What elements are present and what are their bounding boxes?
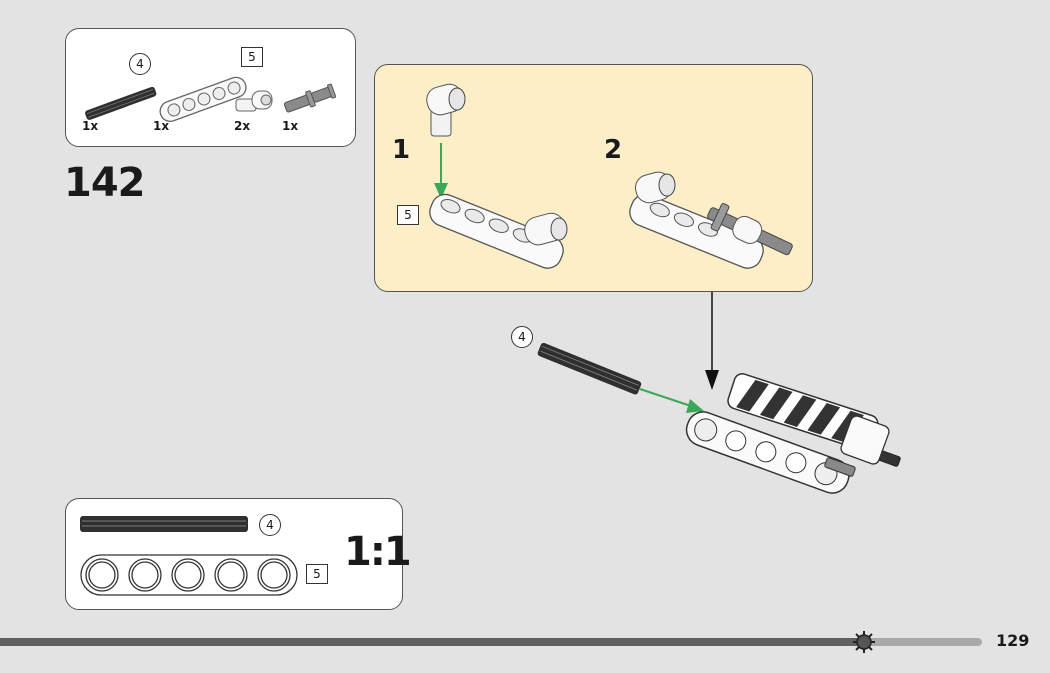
main-axle-label: 4 — [511, 326, 533, 348]
connector-quantity: 2x — [234, 119, 251, 133]
assembly-arrow — [705, 292, 719, 390]
step-number: 142 — [64, 160, 145, 206]
main-assembly-model — [685, 373, 901, 494]
scale-axle-label: 4 — [259, 514, 281, 536]
parts-list-panel: 4 1x 5 1x 2x 1x — [65, 28, 356, 147]
scale-ratio: 1:1 — [344, 529, 412, 575]
beam-icon — [159, 76, 247, 122]
axle-length-label: 4 — [129, 53, 151, 75]
scale-beam-icon — [80, 554, 298, 596]
substep-1-beam-label: 5 — [397, 205, 419, 225]
substep-panel: 1 2 5 — [374, 64, 813, 292]
scale-beam-label: 5 — [306, 564, 328, 584]
substep-2-number: 2 — [604, 135, 623, 165]
substep-1-illustration — [426, 83, 568, 269]
beam-length-label: 5 — [241, 47, 263, 67]
axle-icon — [85, 86, 157, 120]
friction-pin-icon — [283, 83, 337, 113]
main-axle-icon — [537, 342, 642, 395]
insert-arrow — [639, 388, 704, 413]
beam-quantity: 1x — [153, 119, 170, 133]
progress-fill — [0, 638, 864, 646]
gear-sun-icon — [853, 631, 875, 653]
substep-2-illustration — [629, 171, 793, 269]
substep-1-number: 1 — [392, 135, 411, 165]
axle-quantity: 1x — [82, 119, 99, 133]
axle-pin-connector-icon — [235, 90, 273, 112]
page-number: 129 — [996, 631, 1030, 650]
scale-box: 4 5 1:1 — [65, 498, 412, 610]
friction-pin-quantity: 1x — [282, 119, 299, 133]
scale-axle-icon — [80, 516, 248, 532]
